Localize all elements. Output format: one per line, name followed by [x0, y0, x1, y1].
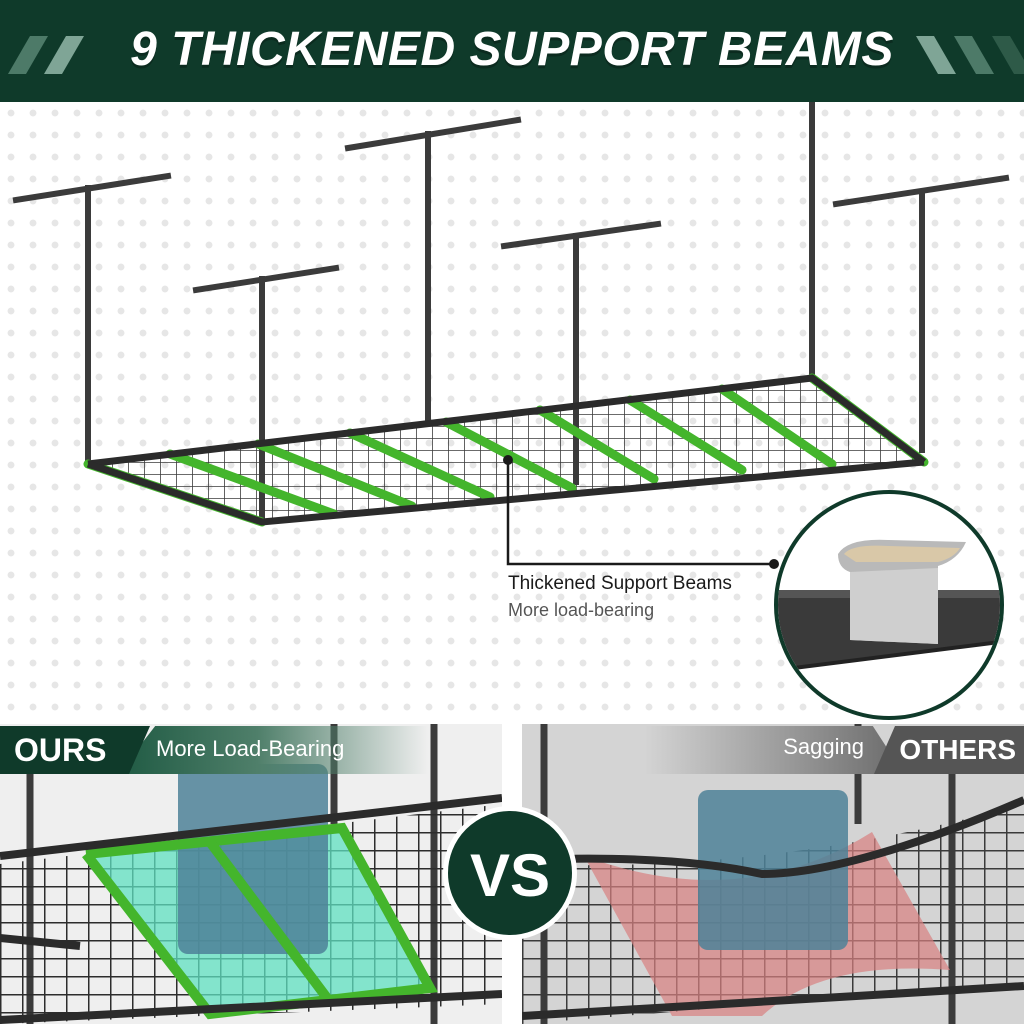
vs-label: VS — [469, 842, 551, 909]
beam-cross-section-icon — [778, 539, 1000, 672]
ours-tag — [0, 726, 150, 774]
ours-label: OURS — [14, 732, 107, 768]
others-caption: Sagging — [783, 734, 864, 759]
diagonal-stripes-icon — [8, 36, 84, 74]
ours-panel: More Load-Bearing OURS — [0, 724, 502, 1024]
ours-caption: More Load-Bearing — [156, 736, 345, 761]
others-panel: Sagging OTHERS — [522, 724, 1024, 1024]
callout-subtitle: More load-bearing — [508, 600, 655, 620]
rack-frame — [86, 374, 927, 526]
others-label: OTHERS — [899, 734, 1016, 765]
vs-badge: VS — [443, 806, 577, 940]
ours-rack-photo — [0, 724, 502, 1024]
others-caption-bg — [644, 726, 904, 774]
storage-bin — [178, 764, 328, 954]
header-banner: 9 THICKENED SUPPORT BEAMS — [0, 0, 1024, 102]
beam-zoom-detail — [774, 490, 1004, 720]
callout-title: Thickened Support Beams — [508, 573, 732, 594]
diagonal-stripes-icon — [916, 36, 1024, 74]
banner-title: 9 THICKENED SUPPORT BEAMS — [130, 23, 894, 76]
overhead-rack-illustration — [12, 102, 1010, 569]
ours-caption-bg — [118, 726, 428, 774]
others-tag — [874, 726, 1024, 774]
others-rack-photo — [522, 724, 1024, 1024]
green-support-beams — [82, 822, 438, 1020]
